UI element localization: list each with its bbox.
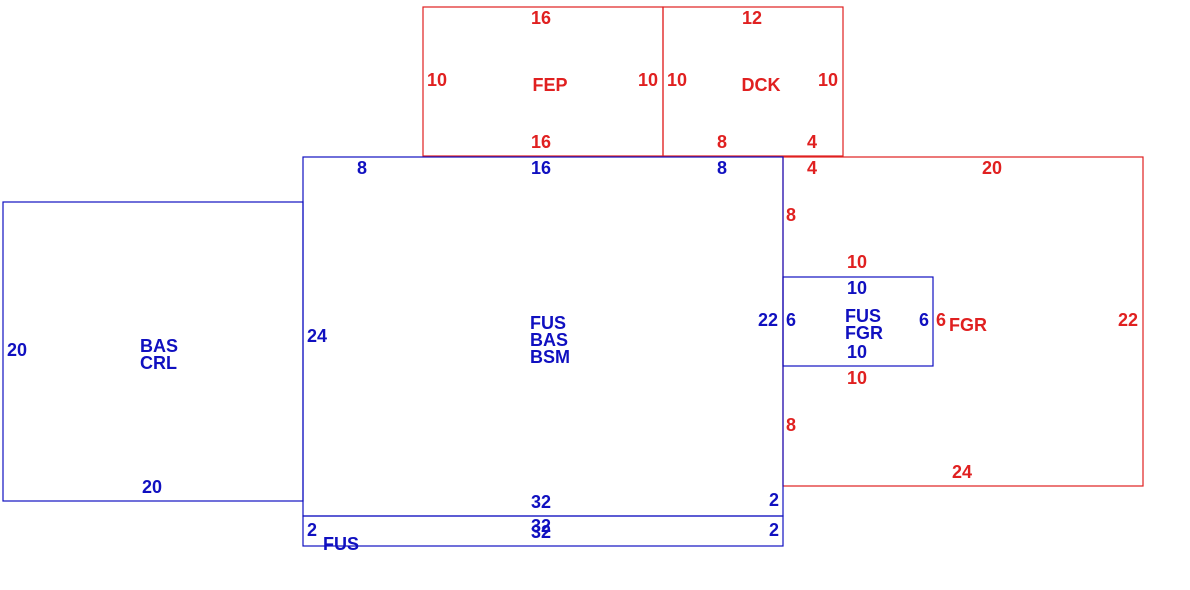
main-area-code-3: BSM bbox=[530, 347, 570, 367]
fus-strip-left-dimension: 2 bbox=[307, 520, 317, 540]
fgr-area-code: FGR bbox=[949, 315, 987, 335]
fus-strip-bottom-dimension: 32 bbox=[531, 522, 551, 542]
fep-bottom-dimension: 16 bbox=[531, 132, 551, 152]
fus-strip-right-dimension: 2 bbox=[769, 520, 779, 540]
blue-areas bbox=[2, 156, 934, 547]
fgr-notch-bottom-dimension: 10 bbox=[847, 368, 867, 388]
main-top-center-dimension: 16 bbox=[531, 158, 551, 178]
fus-strip-area-code: FUS bbox=[323, 534, 359, 554]
bas-crl-left-dimension: 20 bbox=[7, 340, 27, 360]
fus-strip-top-dimension: 32 bbox=[531, 516, 551, 536]
fgr-notch-top-dimension: 10 bbox=[847, 252, 867, 272]
main-area-code-2: BAS bbox=[530, 330, 568, 350]
dck-left-dimension: 10 bbox=[667, 70, 687, 90]
main-top-left-dimension: 8 bbox=[357, 158, 367, 178]
fus-fgr-bottom-dimension: 10 bbox=[847, 342, 867, 362]
fus-strip-area-outline[interactable] bbox=[302, 515, 784, 547]
fgr-left-upper-dimension: 8 bbox=[786, 205, 796, 225]
main-bottom-right-step-dimension: 2 bbox=[769, 490, 779, 510]
dck-top-dimension: 12 bbox=[742, 8, 762, 28]
dck-labels: 12 10 DCK 10 8 4 bbox=[667, 8, 838, 152]
red-areas bbox=[422, 6, 1144, 487]
fep-labels: 16 10 FEP 10 16 bbox=[427, 8, 658, 152]
bas-crl-labels: 20 BAS CRL 20 bbox=[7, 336, 178, 497]
fep-right-dimension: 10 bbox=[638, 70, 658, 90]
bas-crl-bottom-dimension: 20 bbox=[142, 477, 162, 497]
bas-crl-area-code-2: CRL bbox=[140, 353, 177, 373]
fus-fgr-left-dimension: 6 bbox=[786, 310, 796, 330]
bas-crl-area-code-1: BAS bbox=[140, 336, 178, 356]
fgr-notch-right-dimension: 6 bbox=[936, 310, 946, 330]
fgr-top-dimension: 20 bbox=[982, 158, 1002, 178]
fep-area-code: FEP bbox=[532, 75, 567, 95]
fgr-left-lower-dimension: 8 bbox=[786, 415, 796, 435]
fus-fgr-labels: 10 6 FUS FGR 6 10 bbox=[786, 278, 929, 362]
dck-bottom-right-dimension: 4 bbox=[807, 132, 817, 152]
fgr-right-dimension: 22 bbox=[1118, 310, 1138, 330]
fgr-bottom-dimension: 24 bbox=[952, 462, 972, 482]
dck-area-code: DCK bbox=[742, 75, 781, 95]
main-right-dimension: 22 bbox=[758, 310, 778, 330]
dck-area-outline[interactable] bbox=[662, 6, 844, 157]
fus-fgr-right-dimension: 6 bbox=[919, 310, 929, 330]
fgr-top-left-dimension: 4 bbox=[807, 158, 817, 178]
main-left-dimension: 24 bbox=[307, 326, 327, 346]
fus-fgr-area-outline[interactable] bbox=[782, 276, 934, 367]
fus-fgr-top-dimension: 10 bbox=[847, 278, 867, 298]
main-area-code-1: FUS bbox=[530, 313, 566, 333]
dck-right-dimension: 10 bbox=[818, 70, 838, 90]
main-top-right-dimension: 8 bbox=[717, 158, 727, 178]
fus-strip-labels: 32 32 2 FUS 2 bbox=[307, 516, 779, 554]
dck-bottom-left-dimension: 8 bbox=[717, 132, 727, 152]
fus-fgr-area-code-2: FGR bbox=[845, 323, 883, 343]
fus-fgr-area-code-1: FUS bbox=[845, 306, 881, 326]
main-labels: 8 16 8 24 FUS BAS BSM 22 32 2 bbox=[307, 158, 779, 512]
fep-top-dimension: 16 bbox=[531, 8, 551, 28]
main-bottom-dimension: 32 bbox=[531, 492, 551, 512]
fep-left-dimension: 10 bbox=[427, 70, 447, 90]
fgr-labels: 4 20 8 10 6 FGR 22 10 8 24 bbox=[786, 158, 1138, 482]
